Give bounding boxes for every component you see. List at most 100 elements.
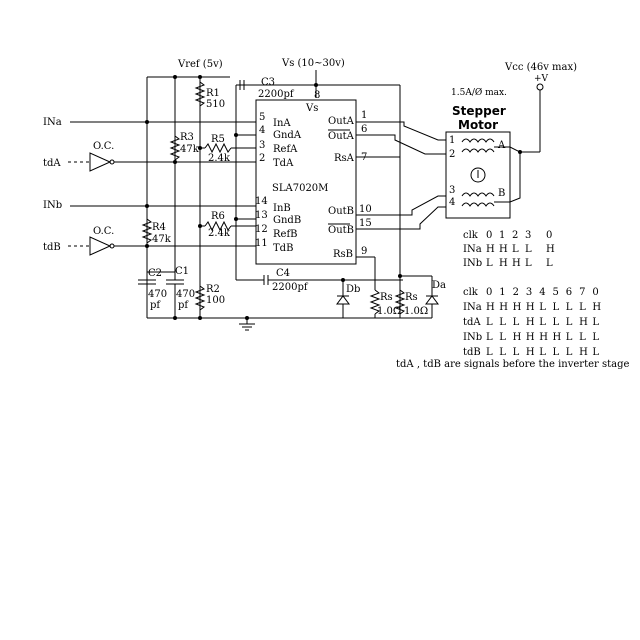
rs-b-resistor [369, 289, 381, 315]
rs-a-resistor [394, 289, 406, 315]
table-cell: 0 [592, 287, 598, 298]
node [341, 278, 345, 282]
input-in-a: INa [43, 117, 62, 128]
da-diode [425, 295, 439, 305]
table-row-label: INb [463, 332, 482, 343]
node [234, 217, 238, 221]
r1-resistor [194, 81, 206, 107]
node [198, 146, 202, 150]
r6-value: 2.4k [208, 228, 231, 239]
table-cell: L [539, 317, 546, 328]
motor-pin-3: 3 [449, 185, 455, 196]
table-cell: L [539, 347, 546, 358]
table-cell: 0 [486, 230, 492, 241]
table-row-label: clk [463, 230, 479, 241]
oc-b-label: O.C. [93, 226, 114, 237]
r5-value: 2.4k [208, 153, 231, 164]
table-cell: 1 [499, 287, 505, 298]
table-cell: H [513, 332, 522, 343]
node [198, 224, 202, 228]
pin-label-rs-b: RsB [333, 249, 353, 260]
table-cell: H [526, 317, 535, 328]
c3-value: 2200pf [258, 89, 295, 100]
table-cell: 3 [525, 230, 531, 241]
c2-name: C2 [148, 268, 162, 279]
table-cell: L [592, 347, 599, 358]
vs-label: Vs (10~30v) [281, 58, 345, 69]
table-row-label: INb [463, 258, 482, 269]
table-cell: 4 [539, 287, 545, 298]
pin-label-rs-a: RsA [334, 153, 355, 164]
pin-label-out-b: OutB [328, 206, 354, 217]
pin-label-out-a: OutA [328, 116, 355, 127]
table-cell: L [566, 317, 573, 328]
table-cell: L [579, 302, 586, 313]
r2-value: 100 [206, 295, 225, 306]
c1-name: C1 [175, 266, 189, 277]
table-cell: H [526, 302, 535, 313]
c2-value: 470 [148, 289, 167, 300]
vref-label: Vref (5v) [177, 59, 223, 70]
table-cell: H [526, 347, 535, 358]
rs-a-name: Rs [405, 292, 418, 303]
rs-b-value: 1.0Ω [377, 306, 401, 317]
pin-num-3: 3 [259, 140, 265, 151]
table-cell: L [566, 302, 573, 313]
r5-resistor [204, 142, 232, 154]
table-cell: L [546, 258, 553, 269]
rotor-symbol [470, 167, 486, 183]
pin-num-1: 1 [361, 110, 367, 121]
node [198, 75, 202, 79]
pin-num-9: 9 [361, 246, 367, 257]
c4-name: C4 [276, 268, 290, 279]
table-cell: H [539, 332, 548, 343]
motor-pin-2: 2 [449, 149, 455, 160]
table-cell: 0 [486, 287, 492, 298]
motor-pin-4: 4 [449, 197, 455, 208]
pin-label-ref-b: RefB [273, 229, 298, 240]
r1-value: 510 [206, 99, 225, 110]
table-cell: L [553, 347, 560, 358]
wire-out-a [356, 121, 446, 141]
table-cell: H [592, 302, 601, 313]
vcc-terminal [536, 83, 544, 91]
pin-label-gnd-b: GndB [273, 215, 301, 226]
pin-label-in-a: InA [273, 118, 291, 129]
table-row-label: clk [463, 287, 479, 298]
node [145, 120, 149, 124]
pin-num-12: 12 [255, 224, 268, 235]
table-cell: 7 [579, 287, 585, 298]
pin-label-gnd-a: GndA [273, 130, 302, 141]
table-cell: H [546, 244, 555, 255]
chip-right-pins: OutA OutA RsA OutB OutB RsB 1 6 7 10 15 … [328, 110, 372, 260]
input-td-a: tdA [43, 158, 61, 169]
table-cell: L [525, 244, 532, 255]
node [398, 274, 402, 278]
table-cell: 2 [513, 287, 519, 298]
node [173, 75, 177, 79]
table-cell: L [499, 317, 506, 328]
node [145, 204, 149, 208]
oc-a-label: O.C. [93, 141, 114, 152]
node [198, 316, 202, 320]
table-cell: L [539, 302, 546, 313]
r3-value: 47k [180, 144, 200, 155]
chip-name: SLA7020M [272, 183, 328, 194]
table-cell: H [512, 258, 521, 269]
c2-unit: pf [150, 300, 161, 311]
pin-label-td-a: TdA [273, 158, 294, 169]
table-cell: L [592, 332, 599, 343]
r6-name: R6 [211, 211, 225, 222]
table-cell: H [526, 332, 535, 343]
table-cell: 0 [546, 230, 552, 241]
table-cell: H [486, 302, 495, 313]
table-cell: H [499, 258, 508, 269]
motor-body [445, 131, 511, 219]
node [245, 316, 249, 320]
input-in-b: INb [43, 200, 62, 211]
motor-coil-b: B [498, 188, 505, 199]
table-cell: L [486, 317, 493, 328]
chip-body [255, 99, 357, 265]
